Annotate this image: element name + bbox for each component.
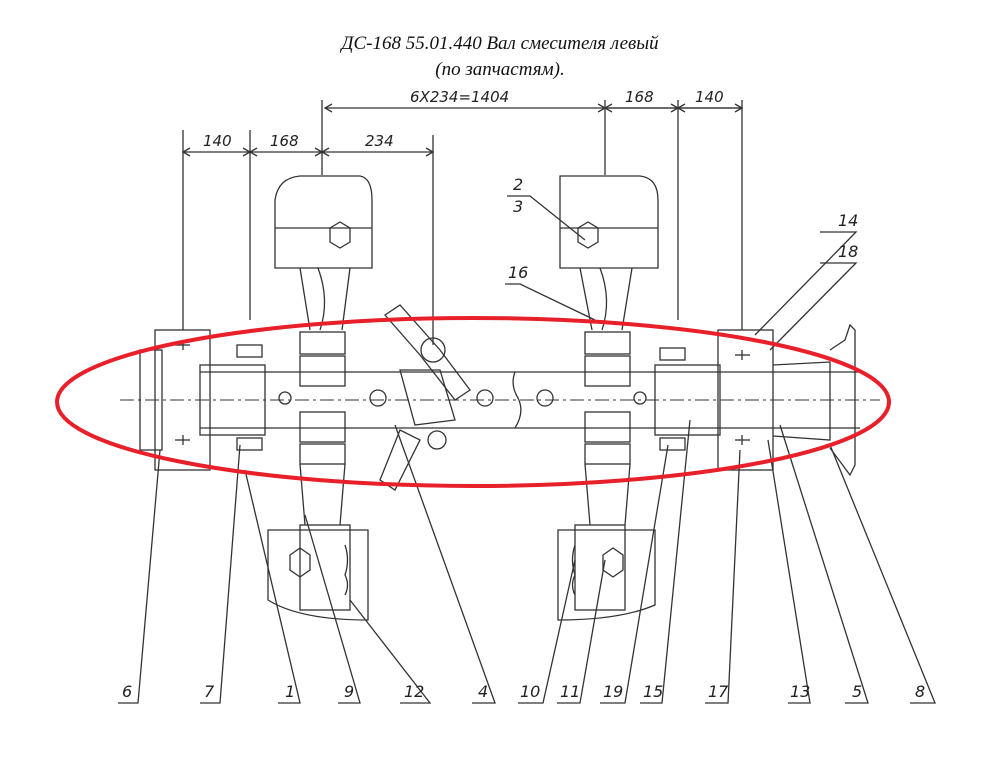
left-bearing-housing bbox=[139, 329, 266, 471]
dim-right-168: 168 bbox=[625, 88, 654, 106]
callout-11: 11 bbox=[560, 682, 580, 701]
callout-17: 17 bbox=[708, 682, 729, 701]
callout-1: 1 bbox=[285, 682, 295, 701]
dimension-lines bbox=[181, 100, 744, 345]
bottom-leaders bbox=[118, 419, 936, 704]
right-blade-lower bbox=[557, 463, 656, 621]
right-blade-holder-top bbox=[559, 175, 659, 331]
right-bearing-housing bbox=[654, 323, 856, 477]
left-blade-holder-top bbox=[274, 175, 373, 331]
callout-19: 19 bbox=[603, 682, 623, 701]
callout-16: 16 bbox=[508, 263, 528, 282]
drawing-title: ДС-168 55.01.440 Вал смесителя левый bbox=[341, 33, 659, 54]
dim-right-140: 140 bbox=[695, 88, 724, 106]
callout-10: 10 bbox=[520, 682, 540, 701]
highlight-ellipse bbox=[55, 316, 891, 488]
callout-13: 13 bbox=[790, 682, 810, 701]
middle-arm bbox=[379, 304, 471, 491]
callout-18: 18 bbox=[838, 242, 858, 261]
dim-234: 234 bbox=[365, 132, 394, 150]
dim-total: 6Х234=1404 bbox=[410, 88, 509, 106]
callout-12: 12 bbox=[404, 682, 424, 701]
callout-14: 14 bbox=[838, 211, 858, 230]
callout-5: 5 bbox=[852, 682, 862, 701]
dim-left-140: 140 bbox=[203, 132, 232, 150]
left-blade-lower bbox=[267, 463, 369, 621]
callout-3: 3 bbox=[513, 197, 523, 216]
callout-7: 7 bbox=[204, 682, 215, 701]
callout-9: 9 bbox=[344, 682, 354, 701]
top-leaders bbox=[505, 195, 858, 351]
mixer-shaft bbox=[120, 371, 880, 429]
callout-2: 2 bbox=[513, 175, 523, 194]
dim-left-168: 168 bbox=[270, 132, 299, 150]
callout-4: 4 bbox=[478, 682, 488, 701]
callout-15: 15 bbox=[643, 682, 663, 701]
shaft-clamps bbox=[299, 331, 631, 465]
drawing-subtitle: (по запчастям). bbox=[435, 59, 565, 80]
callout-8: 8 bbox=[915, 682, 925, 701]
callout-6: 6 bbox=[122, 682, 132, 701]
